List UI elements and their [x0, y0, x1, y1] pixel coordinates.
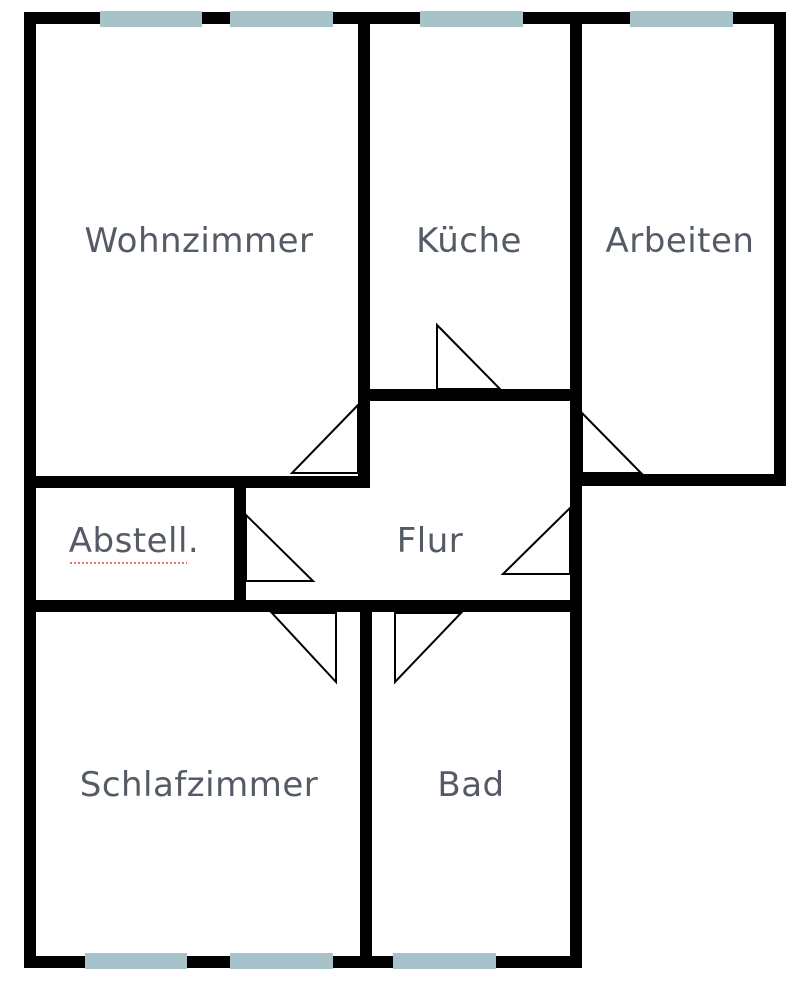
- room-label-kueche: Küche: [416, 221, 522, 261]
- room-label-flur: Flur: [397, 521, 464, 561]
- door-wohnzimmer: [289, 402, 359, 474]
- room-label-bad: Bad: [437, 765, 504, 805]
- doors: [245, 322, 644, 685]
- door-schlafzimmer: [269, 612, 337, 685]
- room-label-schlafzimmer: Schlafzimmer: [80, 765, 319, 805]
- door-flur-right: [500, 505, 571, 575]
- walls: [24, 12, 786, 968]
- door-arbeiten: [581, 410, 644, 474]
- room-labels: Wohnzimmer Küche Arbeiten Abstell. Flur …: [69, 221, 755, 805]
- room-label-wohnzimmer: Wohnzimmer: [85, 221, 314, 261]
- door-abstell: [245, 512, 316, 582]
- door-bad: [394, 612, 464, 685]
- room-label-arbeiten: Arbeiten: [606, 221, 755, 261]
- door-kueche: [436, 322, 503, 390]
- room-label-abstell: Abstell.: [69, 521, 200, 561]
- windows: [85, 11, 733, 969]
